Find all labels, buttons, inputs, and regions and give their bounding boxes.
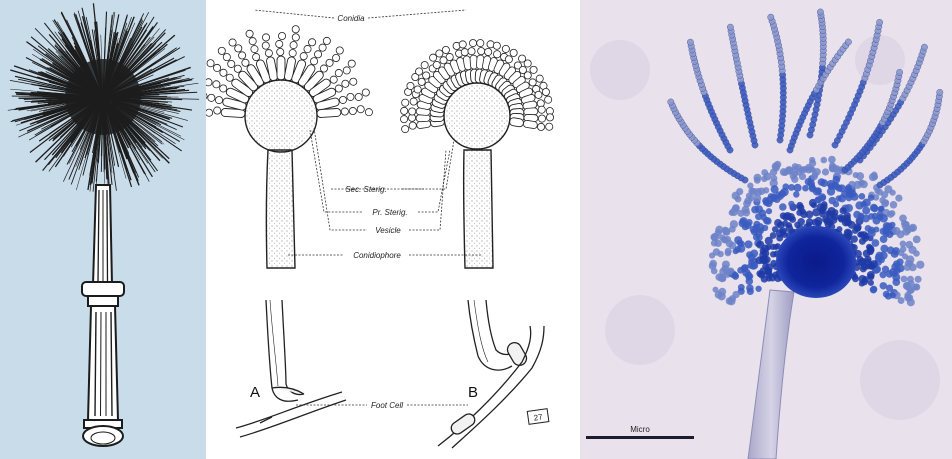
label-vesicle: Vesicle [375, 226, 401, 235]
scale-bar-line [586, 436, 694, 439]
foot-cell-drawing-a [236, 300, 346, 437]
aspergillum-illustration [0, 0, 206, 459]
scale-bar-label: Micro [630, 425, 650, 434]
aspergillus-micrograph: Micro [580, 0, 952, 459]
stained-vesicle [776, 226, 856, 298]
label-conidia: Conidia [337, 14, 365, 23]
micrograph-panel: Micro [580, 0, 952, 459]
label-a: A [250, 384, 260, 401]
label-foot-cell: Foot Cell [371, 401, 403, 410]
conidiophore-diagram-panel: Conidia Sec. Sterig. Pr. Sterig. Vesicle… [206, 0, 580, 459]
label-secondary-sterigmata: Sec. Sterig. [345, 185, 386, 194]
vesicle-left [245, 80, 317, 152]
vesicle-right [444, 83, 510, 149]
label-primary-sterigmata: Pr. Sterig. [372, 208, 407, 217]
aspergillum-brush-head [8, 3, 199, 191]
aspergillum-panel [0, 0, 206, 459]
label-b: B [468, 384, 478, 401]
label-conidiophore: Conidiophore [353, 251, 401, 260]
conidiophore-stalk-right [464, 150, 493, 268]
plate-number: 27 [533, 412, 544, 422]
conidiophore-diagram: Conidia Sec. Sterig. Pr. Sterig. Vesicle… [206, 0, 580, 459]
scale-bar: Micro [586, 425, 694, 439]
conidiophore-stalk-left [266, 150, 295, 268]
conidiophore-stalk [748, 290, 794, 459]
plate-number-box: 27 [527, 409, 549, 425]
foot-cell-drawing-b [438, 300, 544, 448]
aspergillum-handle [82, 185, 124, 446]
